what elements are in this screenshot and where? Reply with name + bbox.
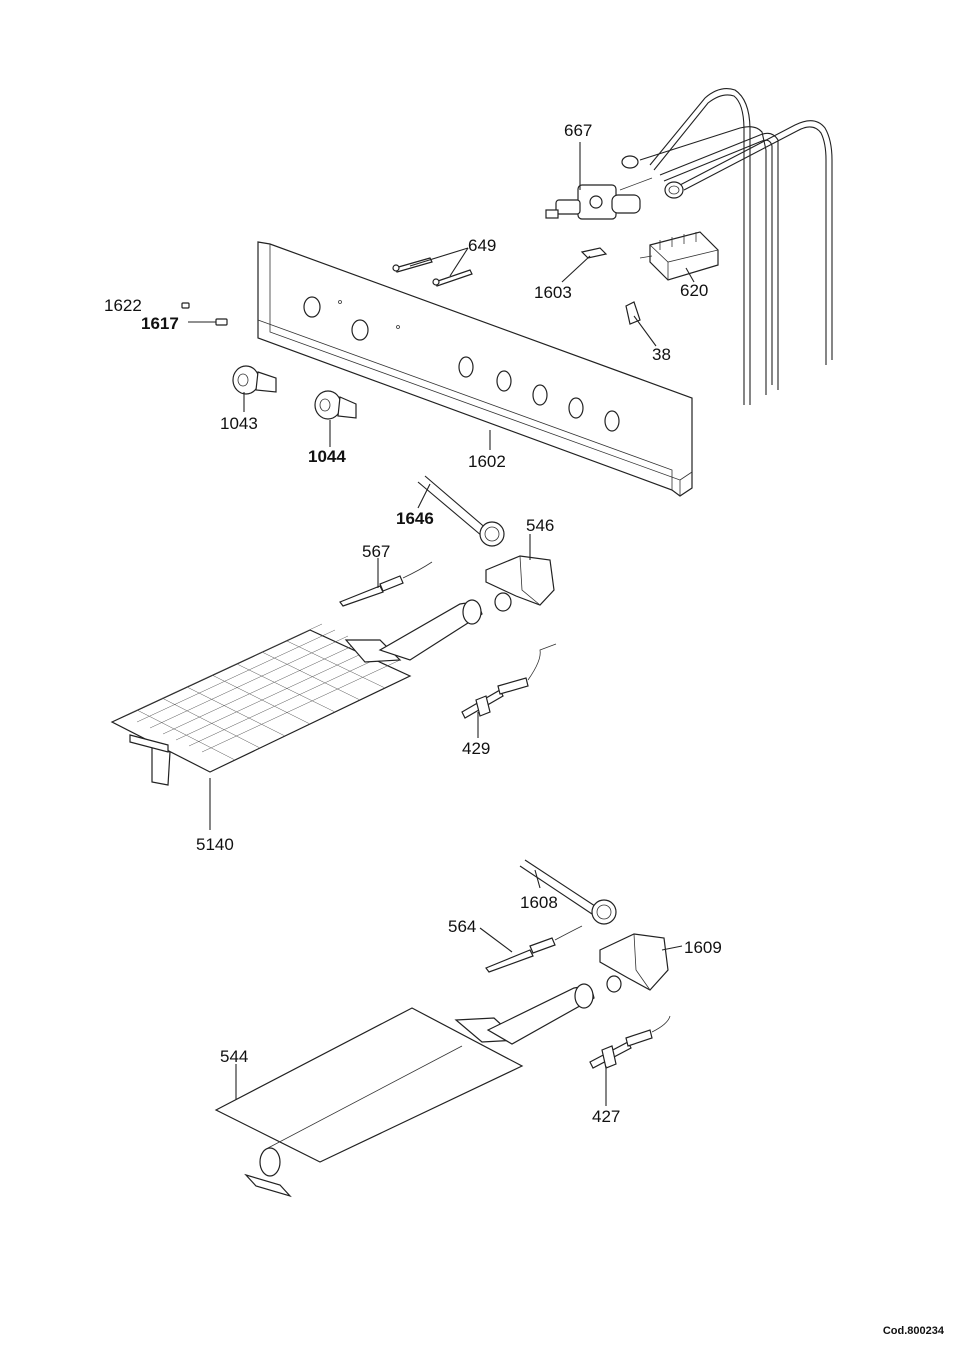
label-38: 38 — [652, 345, 671, 364]
part-1622-screw — [181, 302, 190, 309]
part-544-oven-burner — [214, 983, 595, 1198]
label-544: 544 — [220, 1047, 248, 1066]
part-1608-pipe — [519, 859, 617, 925]
label-1603: 1603 — [534, 283, 572, 302]
label-427: 427 — [592, 1107, 620, 1126]
label-1044: 1044 — [308, 447, 346, 466]
part-labels: 667 649 1603 620 38 1622 1617 1043 1044 … — [104, 121, 722, 1126]
label-1609: 1609 — [684, 938, 722, 957]
label-1617: 1617 — [141, 314, 179, 333]
gas-pipes — [621, 88, 833, 405]
part-620-selector-switch — [639, 231, 719, 281]
leader-lines — [188, 142, 695, 1106]
label-567: 567 — [362, 542, 390, 561]
part-427-thermocouple — [589, 1015, 671, 1069]
part-564-thermocouple — [485, 925, 583, 973]
label-667: 667 — [564, 121, 592, 140]
part-567-thermocouple — [339, 561, 433, 607]
label-649: 649 — [468, 236, 496, 255]
part-1602-control-panel — [257, 241, 693, 497]
part-5140-grill-burner — [110, 599, 483, 786]
label-620: 620 — [680, 281, 708, 300]
part-1043-bush — [232, 365, 277, 395]
part-667-gas-valve — [545, 177, 653, 220]
part-1609-bracket — [599, 933, 669, 993]
label-429: 429 — [462, 739, 490, 758]
label-546: 546 — [526, 516, 554, 535]
part-1646-pipe — [417, 475, 505, 547]
label-1043: 1043 — [220, 414, 258, 433]
part-649-screws — [392, 257, 473, 287]
part-1603-clip — [580, 247, 608, 259]
document-code: Cod.800234 — [883, 1325, 945, 1337]
part-1617-screw — [215, 318, 228, 326]
label-1608: 1608 — [520, 893, 558, 912]
label-1622: 1622 — [104, 296, 142, 315]
part-1044-bush — [314, 390, 357, 420]
label-1602: 1602 — [468, 452, 506, 471]
part-429-thermocouple — [461, 643, 557, 719]
label-1646: 1646 — [396, 509, 434, 528]
label-564: 564 — [448, 917, 476, 936]
label-5140: 5140 — [196, 835, 234, 854]
part-546-bracket — [485, 555, 555, 612]
